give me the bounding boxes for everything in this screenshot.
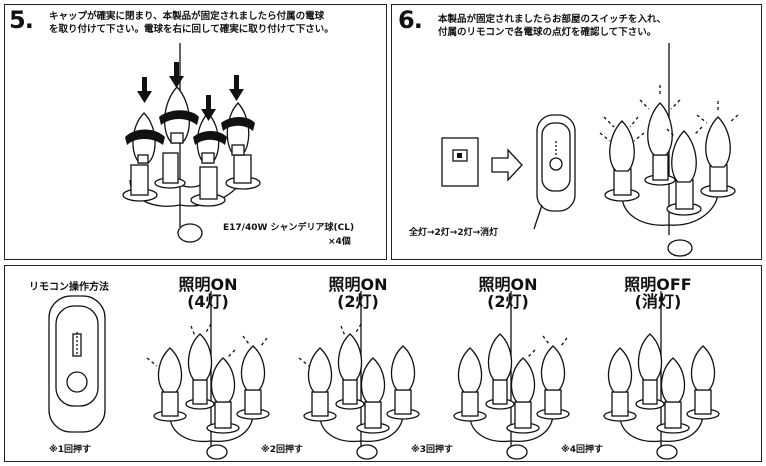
- remote-operation-illustration: [48, 291, 720, 460]
- step-5-line-2: を取り付けて下さい。電球を右に回して確実に取り付けて下さい。: [49, 24, 334, 35]
- press-4-label: ※4回押す: [561, 445, 604, 455]
- remote-control-icon: [48, 295, 106, 433]
- press-1-label: ※1回押す: [49, 445, 92, 455]
- chandelier-off: [603, 291, 720, 460]
- bulb-4: [226, 102, 250, 156]
- press-2-label: ※2回押す: [261, 445, 304, 455]
- state-3-title: 照明ON (2灯): [478, 275, 538, 311]
- bulb-quantity-label: ×4個: [328, 237, 351, 247]
- remote-control-icon: [536, 114, 576, 212]
- chandelier-2-lights-b: [453, 291, 570, 460]
- sequence-label: 全灯→2灯→2灯→消灯: [409, 228, 499, 238]
- remote-operation-panel: リモコン操作方法: [4, 265, 762, 462]
- down-arrow-icon: [137, 62, 244, 121]
- chandelier-install-illustration: [122, 43, 261, 243]
- step-6-line-1: 本製品が固定されましたらお部屋のスイッチを入れ、: [438, 14, 667, 25]
- step-6-line-2: 付属のリモコンで各電球の点灯を確認して下さい。: [438, 27, 657, 38]
- step-6-panel: 6. 本製品が固定されましたらお部屋のスイッチを入れ、 付属のリモコンで各電球の…: [391, 4, 762, 260]
- chandelier-2-lights-a: [298, 291, 420, 460]
- state-4-title: 照明OFF (消灯): [624, 275, 692, 311]
- step-5-number: 5.: [9, 6, 34, 34]
- press-3-label: ※3回押す: [411, 445, 454, 455]
- state-2-title: 照明ON (2灯): [328, 275, 388, 311]
- step-5-line-1: キャップが確実に閉まり、本製品が固定されましたら付属の電球: [49, 11, 325, 22]
- step-6-number: 6.: [398, 6, 423, 34]
- remote-section-title: リモコン操作方法: [29, 282, 109, 293]
- switch-remote-illustration: [441, 43, 739, 257]
- state-1-title: 照明ON (4灯): [178, 275, 238, 311]
- chandelier-4-lights: [146, 291, 270, 460]
- bulb-spec-label: E17/40W シャンデリア球(CL): [223, 223, 355, 233]
- wall-switch-icon: [441, 137, 479, 187]
- right-arrow-icon: [491, 148, 523, 182]
- step-5-panel: 5. キャップが確実に閉まり、本製品が固定されましたら付属の電球 を取り付けて下…: [4, 4, 387, 260]
